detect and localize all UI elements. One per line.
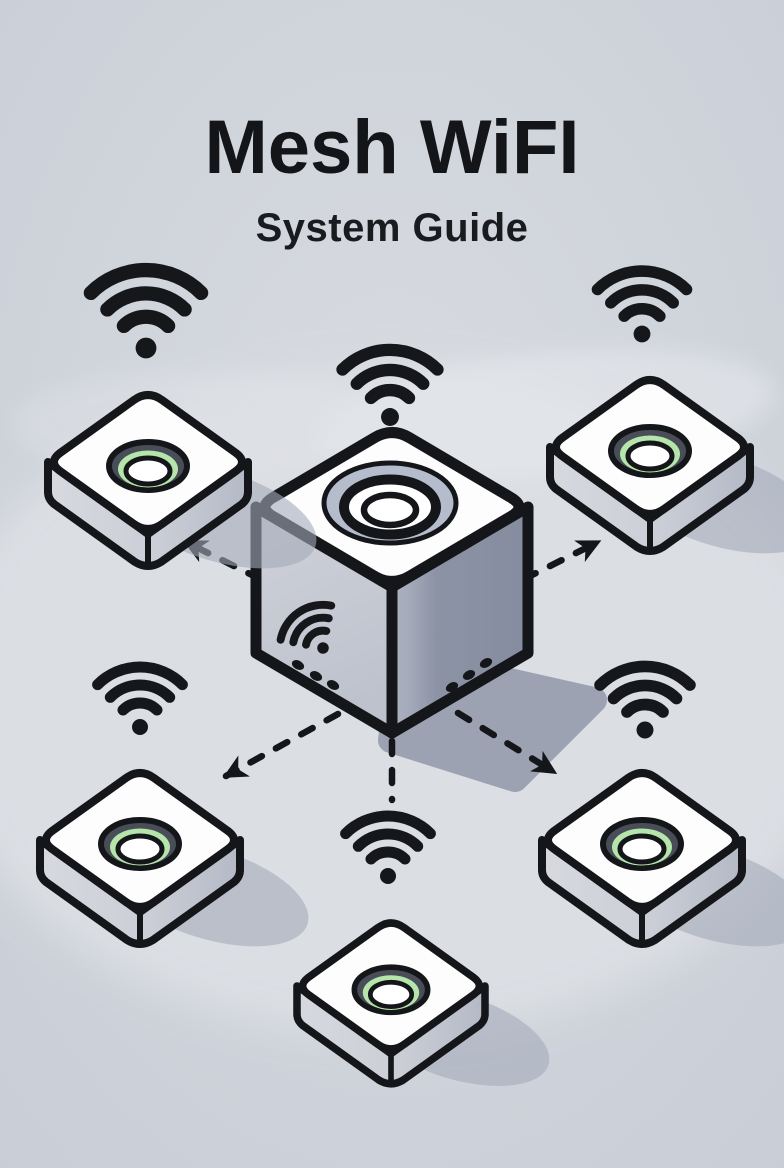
page-subtitle: System Guide [255,206,529,250]
link-arrow-top-right [520,538,602,583]
page-title: Mesh WiFI [204,105,580,190]
link-arrow-bottom-left [222,710,342,780]
router-device [250,427,534,739]
link-arrow-bottom-right [454,709,558,776]
router-left-dots [291,660,340,690]
router-ring-center [360,491,420,529]
router-right-dots [445,658,493,692]
